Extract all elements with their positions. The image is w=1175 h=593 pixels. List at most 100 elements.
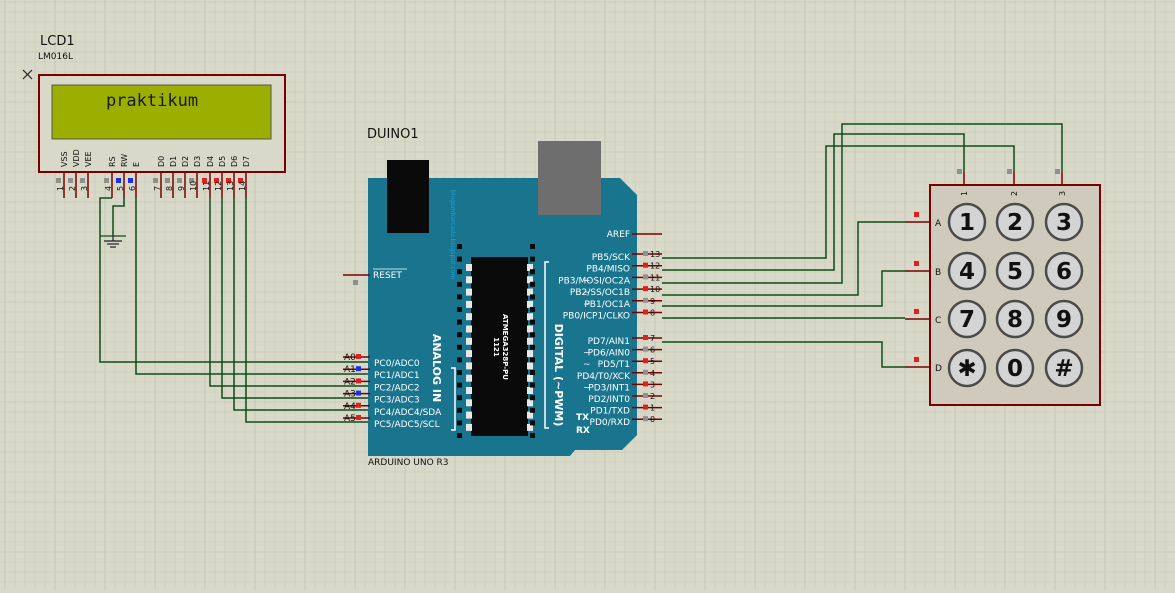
keypad-row-label: C [935, 316, 941, 326]
header-square [457, 357, 462, 363]
pwm-tilde: ~ [583, 383, 591, 393]
lcd-pin-name: D5 [218, 156, 227, 167]
lcd-pin-number: 11 [202, 181, 211, 191]
wire [662, 133, 965, 271]
lcd-pin-marker [104, 178, 109, 183]
keypad-col-pin-marker [1055, 169, 1060, 174]
lcd-pin-number: 13 [226, 181, 235, 191]
lcd-pin-name: RW [120, 154, 129, 167]
chip-pin-right [527, 288, 533, 296]
lcd-pin-name: D6 [230, 156, 239, 167]
keypad-key[interactable]: 8 [995, 299, 1035, 339]
digital-pin-marker [643, 393, 648, 398]
wire [233, 198, 370, 411]
header-square [457, 244, 462, 249]
keypad-key[interactable]: 0 [995, 348, 1035, 388]
digital-pin-number: 11 [650, 273, 660, 282]
keypad-key[interactable]: # [1044, 348, 1084, 388]
keypad-key[interactable]: 7 [947, 299, 987, 339]
arduino-component[interactable]: DUINO1 blogembarcado.blogspot.com 1121 A… [343, 127, 662, 468]
header-square [457, 395, 462, 401]
pwm-tilde: ~ [583, 300, 591, 310]
digital-pin-marker [643, 251, 648, 256]
digital-pin-name: PD1/TXD [590, 407, 630, 417]
digital-pin-number: 10 [650, 285, 660, 294]
lcd-pin-name: D1 [169, 156, 178, 167]
chip-pin-right [527, 387, 533, 394]
blog-text: blogembarcado.blogspot.com [449, 190, 456, 279]
analog-pin-name: PC4/ADC4/SDA [374, 408, 442, 418]
digital-pin-name: PD6/AIN0 [588, 349, 631, 359]
keypad-key[interactable]: 3 [1044, 202, 1084, 242]
header-square [457, 256, 462, 262]
lcd-pin-name: VEE [84, 151, 93, 167]
wires [99, 123, 1063, 423]
digital-pin-name: PB2/SS/OC1B [570, 288, 630, 298]
keypad-key-label: ✱ [957, 356, 976, 382]
header-square [530, 256, 535, 262]
digital-pin-number: 13 [650, 250, 660, 259]
digital-pin-name: PD5/T1 [598, 360, 630, 370]
header-square [530, 307, 535, 312]
lcd-origin-mark [22, 69, 33, 80]
keypad-key[interactable]: ✱ [947, 348, 987, 388]
lcd-pin-name: VSS [60, 151, 69, 167]
header-square [530, 420, 535, 426]
digital-pin-number: 3 [650, 380, 655, 389]
aref-label: AREF [607, 230, 630, 240]
digital-pin-marker [643, 286, 648, 292]
keypad-row-pin-marker [914, 357, 919, 362]
arduino-ref-label: DUINO1 [367, 127, 419, 142]
keypad-key[interactable]: 9 [1044, 299, 1084, 339]
lcd-ground [100, 235, 126, 248]
digital-bracket [544, 261, 549, 429]
lcd-pin-marker [177, 178, 182, 183]
lcd-component[interactable]: LCD1 LM016L praktikum VSS1VDD2VEE3RS4RW5… [22, 34, 286, 248]
keypad-key[interactable]: 5 [995, 251, 1035, 291]
keypad-row-label: D [935, 364, 942, 374]
chip-pin-left [466, 337, 472, 345]
keypad-key[interactable]: 4 [947, 251, 987, 291]
analog-pin-name: PC5/ADC5/SCL [374, 420, 440, 430]
wire [662, 270, 905, 307]
pwm-tilde: ~ [583, 276, 591, 286]
keypad-key[interactable]: 1 [947, 202, 987, 242]
lcd-pin-marker [116, 178, 121, 183]
lcd-pin-number: 8 [165, 186, 174, 191]
digital-pin-number: 4 [650, 369, 655, 378]
chip-pin-right [527, 423, 533, 431]
digital-pin-name: PB1/OC1A [584, 300, 630, 310]
digital-pin-number: 5 [650, 357, 655, 366]
chip-pin-left [466, 350, 472, 358]
chip-pin-right [527, 337, 533, 345]
lcd-pin-marker [56, 178, 61, 183]
pwm-tilde: ~ [583, 288, 591, 298]
digital-pin-number: 1 [650, 404, 655, 413]
lcd-pin-marker [214, 178, 219, 183]
chip-code: 1121 [492, 337, 500, 357]
keypad-key[interactable]: 2 [995, 202, 1035, 242]
digital-pin-name: PD3/INT1 [588, 383, 630, 393]
keypad-row-pin-marker [914, 261, 919, 266]
analog-pin-name: PC2/ADC2 [374, 383, 420, 393]
keypad-key[interactable]: 6 [1044, 251, 1084, 291]
lcd-pins: VSS1VDD2VEE3RS4RW5E6D07D18D29D310D411D51… [56, 149, 251, 198]
analog-pin-ext-label: A5 [344, 414, 356, 424]
chip-pin-right [527, 362, 533, 370]
wire [662, 221, 905, 296]
lcd-pin-number: 14 [238, 181, 247, 191]
lcd-pin-number: 5 [116, 186, 125, 191]
header-square [457, 370, 462, 375]
header-square [457, 344, 462, 350]
pwm-tilde: ~ [583, 360, 591, 370]
lcd-pin-number: 10 [189, 181, 198, 191]
wire [112, 198, 125, 236]
digital-pwm-title: DIGITAL (~PWM) [552, 324, 565, 427]
analog-pin-marker [356, 378, 361, 384]
keypad-key-label: 1 [959, 210, 975, 236]
